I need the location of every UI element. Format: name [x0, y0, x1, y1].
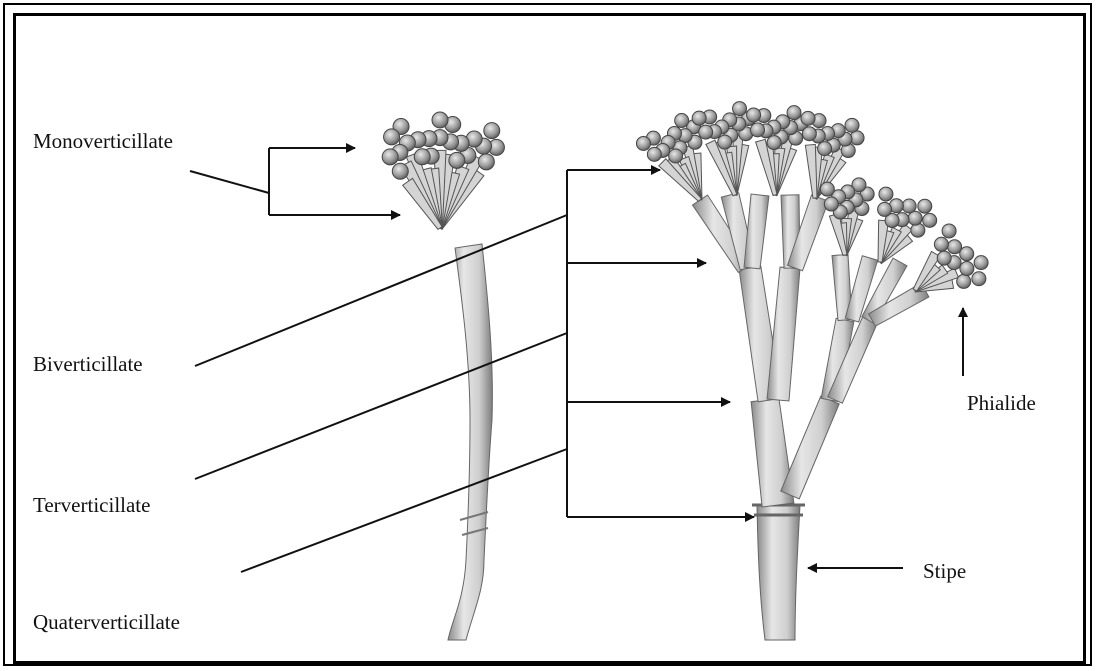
- right-spore: [692, 111, 706, 125]
- right-spore: [718, 135, 732, 149]
- right-spore: [948, 240, 962, 254]
- right-spore: [879, 187, 893, 201]
- left-spore: [392, 163, 408, 179]
- right-spore: [801, 111, 815, 125]
- label-biverticillate: Biverticillate: [33, 354, 143, 375]
- right-spore: [802, 127, 816, 141]
- right-spore: [824, 197, 838, 211]
- mono-leader: [190, 171, 269, 193]
- left-spore: [382, 149, 398, 165]
- label-terverticillate: Terverticillate: [33, 495, 150, 516]
- left-spore: [478, 154, 494, 170]
- right-spore: [974, 256, 988, 270]
- right-spore: [675, 114, 689, 128]
- right-spore: [960, 247, 974, 261]
- right-spore: [942, 224, 956, 238]
- right-spore: [878, 202, 892, 216]
- right-spore: [960, 262, 974, 276]
- right-spore: [820, 182, 834, 196]
- label-monoverticillate: Monoverticillate: [33, 131, 173, 152]
- right-spore: [818, 142, 832, 156]
- left-spore: [484, 123, 500, 139]
- left-spore: [449, 152, 465, 168]
- right-stipe: [757, 505, 800, 640]
- right-branch: [744, 194, 769, 269]
- monoverticillate-conidiophore: [382, 112, 504, 640]
- right-spore: [733, 102, 747, 116]
- right-spore: [918, 199, 932, 213]
- label-phialide: Phialide: [967, 393, 1036, 414]
- bi-leader: [195, 215, 567, 366]
- right-spore: [923, 213, 937, 227]
- right-spore: [699, 125, 713, 139]
- ter-leader: [195, 333, 567, 479]
- right-spore: [669, 149, 683, 163]
- right-spore: [767, 136, 781, 150]
- label-quaterverticillate: Quaterverticillate: [33, 612, 180, 633]
- label-stipe: Stipe: [923, 561, 966, 582]
- right-spore: [972, 272, 986, 286]
- left-spore: [432, 112, 448, 128]
- right-phialide: [805, 144, 817, 198]
- left-spore: [414, 149, 430, 165]
- right-spore: [647, 147, 661, 161]
- right-spore: [845, 118, 859, 132]
- right-branch: [781, 396, 839, 499]
- right-spore: [787, 106, 801, 120]
- left-stipe: [448, 244, 492, 640]
- right-spore: [957, 274, 971, 288]
- right-spore: [747, 108, 761, 122]
- right-spore: [934, 237, 948, 251]
- right-spore: [937, 251, 951, 265]
- left-spore: [384, 129, 400, 145]
- right-spore: [902, 199, 916, 213]
- quater-leader: [241, 449, 567, 572]
- right-spore: [751, 123, 765, 137]
- right-spore: [636, 136, 650, 150]
